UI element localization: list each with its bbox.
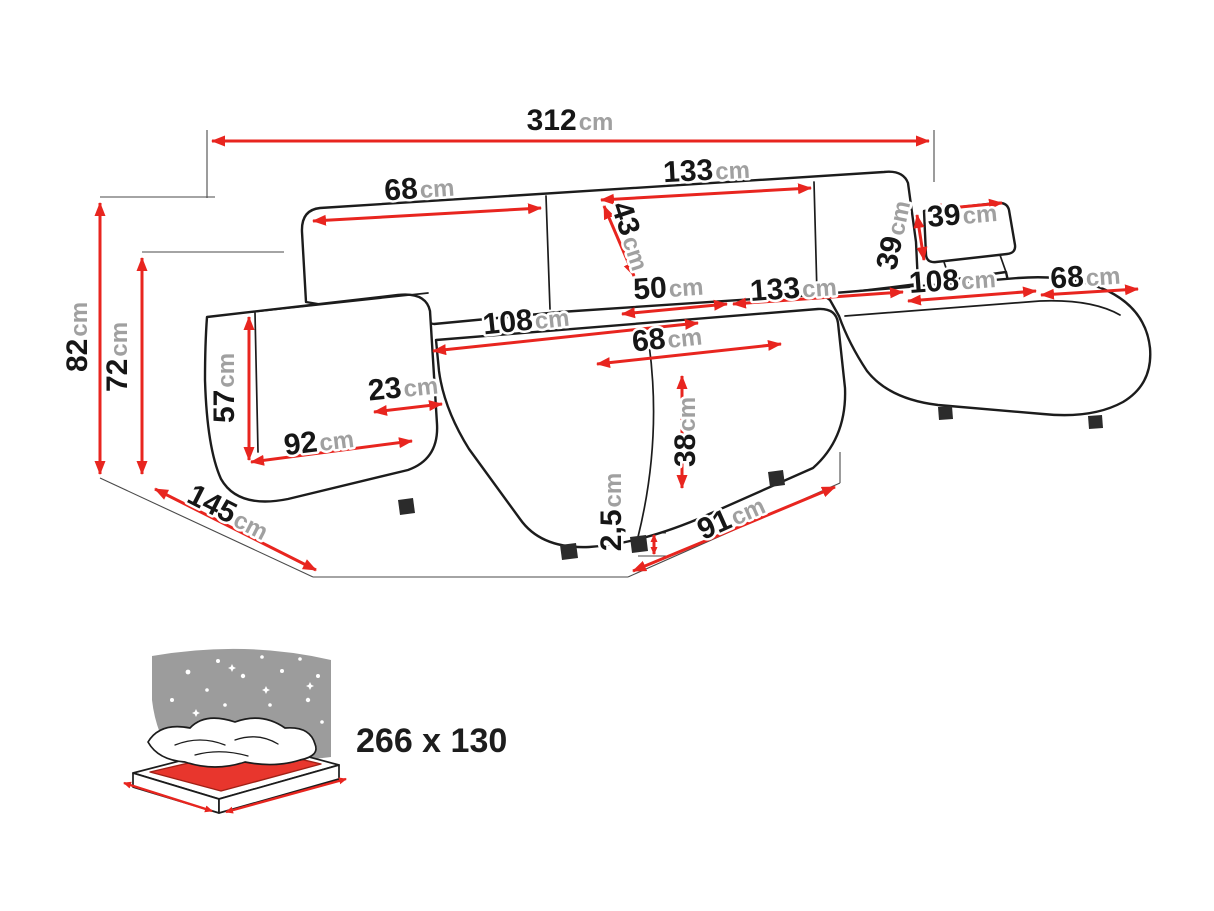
duvet-fold xyxy=(174,739,226,746)
chaise-edge xyxy=(844,299,1121,317)
unfold-arrow-right xyxy=(225,777,347,814)
dim-label-total-width: 312cm xyxy=(527,104,614,137)
dim-label-back-left: 68cm xyxy=(383,170,455,208)
dim-label-chaise-width: 68cm xyxy=(1049,258,1121,296)
dim-line-seat-gap xyxy=(621,299,728,319)
sleeping-area-label: 266 x 130 xyxy=(356,722,507,760)
dim-label-back-mid: 133cm xyxy=(662,152,750,189)
dim-line-chaise-width xyxy=(1040,284,1139,300)
dim-label-seat-gap: 50cm xyxy=(632,269,704,307)
dim-line-seat-left-width xyxy=(250,437,413,466)
dim-line-chaise-depth xyxy=(907,286,1037,306)
dim-label-chaise-depth: 108cm xyxy=(908,261,997,300)
duvet-fold xyxy=(234,736,279,745)
dim-label-headrest-top: 39cm xyxy=(926,195,999,234)
dim-line-headrest-side xyxy=(913,214,928,261)
dim-line-seat-front xyxy=(596,339,782,369)
dim-line-total-depth xyxy=(154,487,317,572)
dim-label-armrest-height: 57cm xyxy=(208,353,241,423)
dim-label-seat-height: 38cm xyxy=(669,397,702,467)
backrest-seam xyxy=(545,195,551,310)
armrest-edge xyxy=(254,312,259,453)
dim-label-total-height: 82cm xyxy=(61,302,94,372)
dim-line-seat-mid xyxy=(732,287,904,309)
armrest-edge xyxy=(251,292,429,313)
dim-line-back-mid xyxy=(600,183,812,205)
dim-line-headrest-top xyxy=(928,198,1003,215)
duvet-fold xyxy=(194,751,249,757)
dim-label-seat-front: 68cm xyxy=(630,318,703,358)
unfold-arrow-left xyxy=(123,781,213,813)
dim-line-back-height xyxy=(602,205,636,277)
dim-label-armrest-width: 23cm xyxy=(366,367,439,407)
dim-line-back-left xyxy=(312,203,542,226)
bed-icon xyxy=(123,648,347,814)
dim-line-seat-left-depth xyxy=(432,318,699,356)
sofa-headrest-panel xyxy=(922,201,1017,264)
headrest-leg xyxy=(943,261,951,281)
backrest-seam xyxy=(813,181,818,295)
duvet xyxy=(147,717,317,768)
dim-line-chaise-front xyxy=(632,485,836,573)
dim-line-armrest-width xyxy=(373,400,443,416)
dim-label-back-total-height: 72cm xyxy=(101,322,134,392)
headrest-leg xyxy=(999,254,1007,273)
dim-label-seat-mid: 133cm xyxy=(749,269,838,308)
dim-label-seat-left-depth: 108cm xyxy=(481,300,571,342)
dimension-lines xyxy=(94,135,1139,573)
dim-label-foot-height: 2,5cm xyxy=(595,473,628,551)
sofa-outline xyxy=(203,170,1152,560)
sofa-right-chaise xyxy=(820,276,1152,417)
